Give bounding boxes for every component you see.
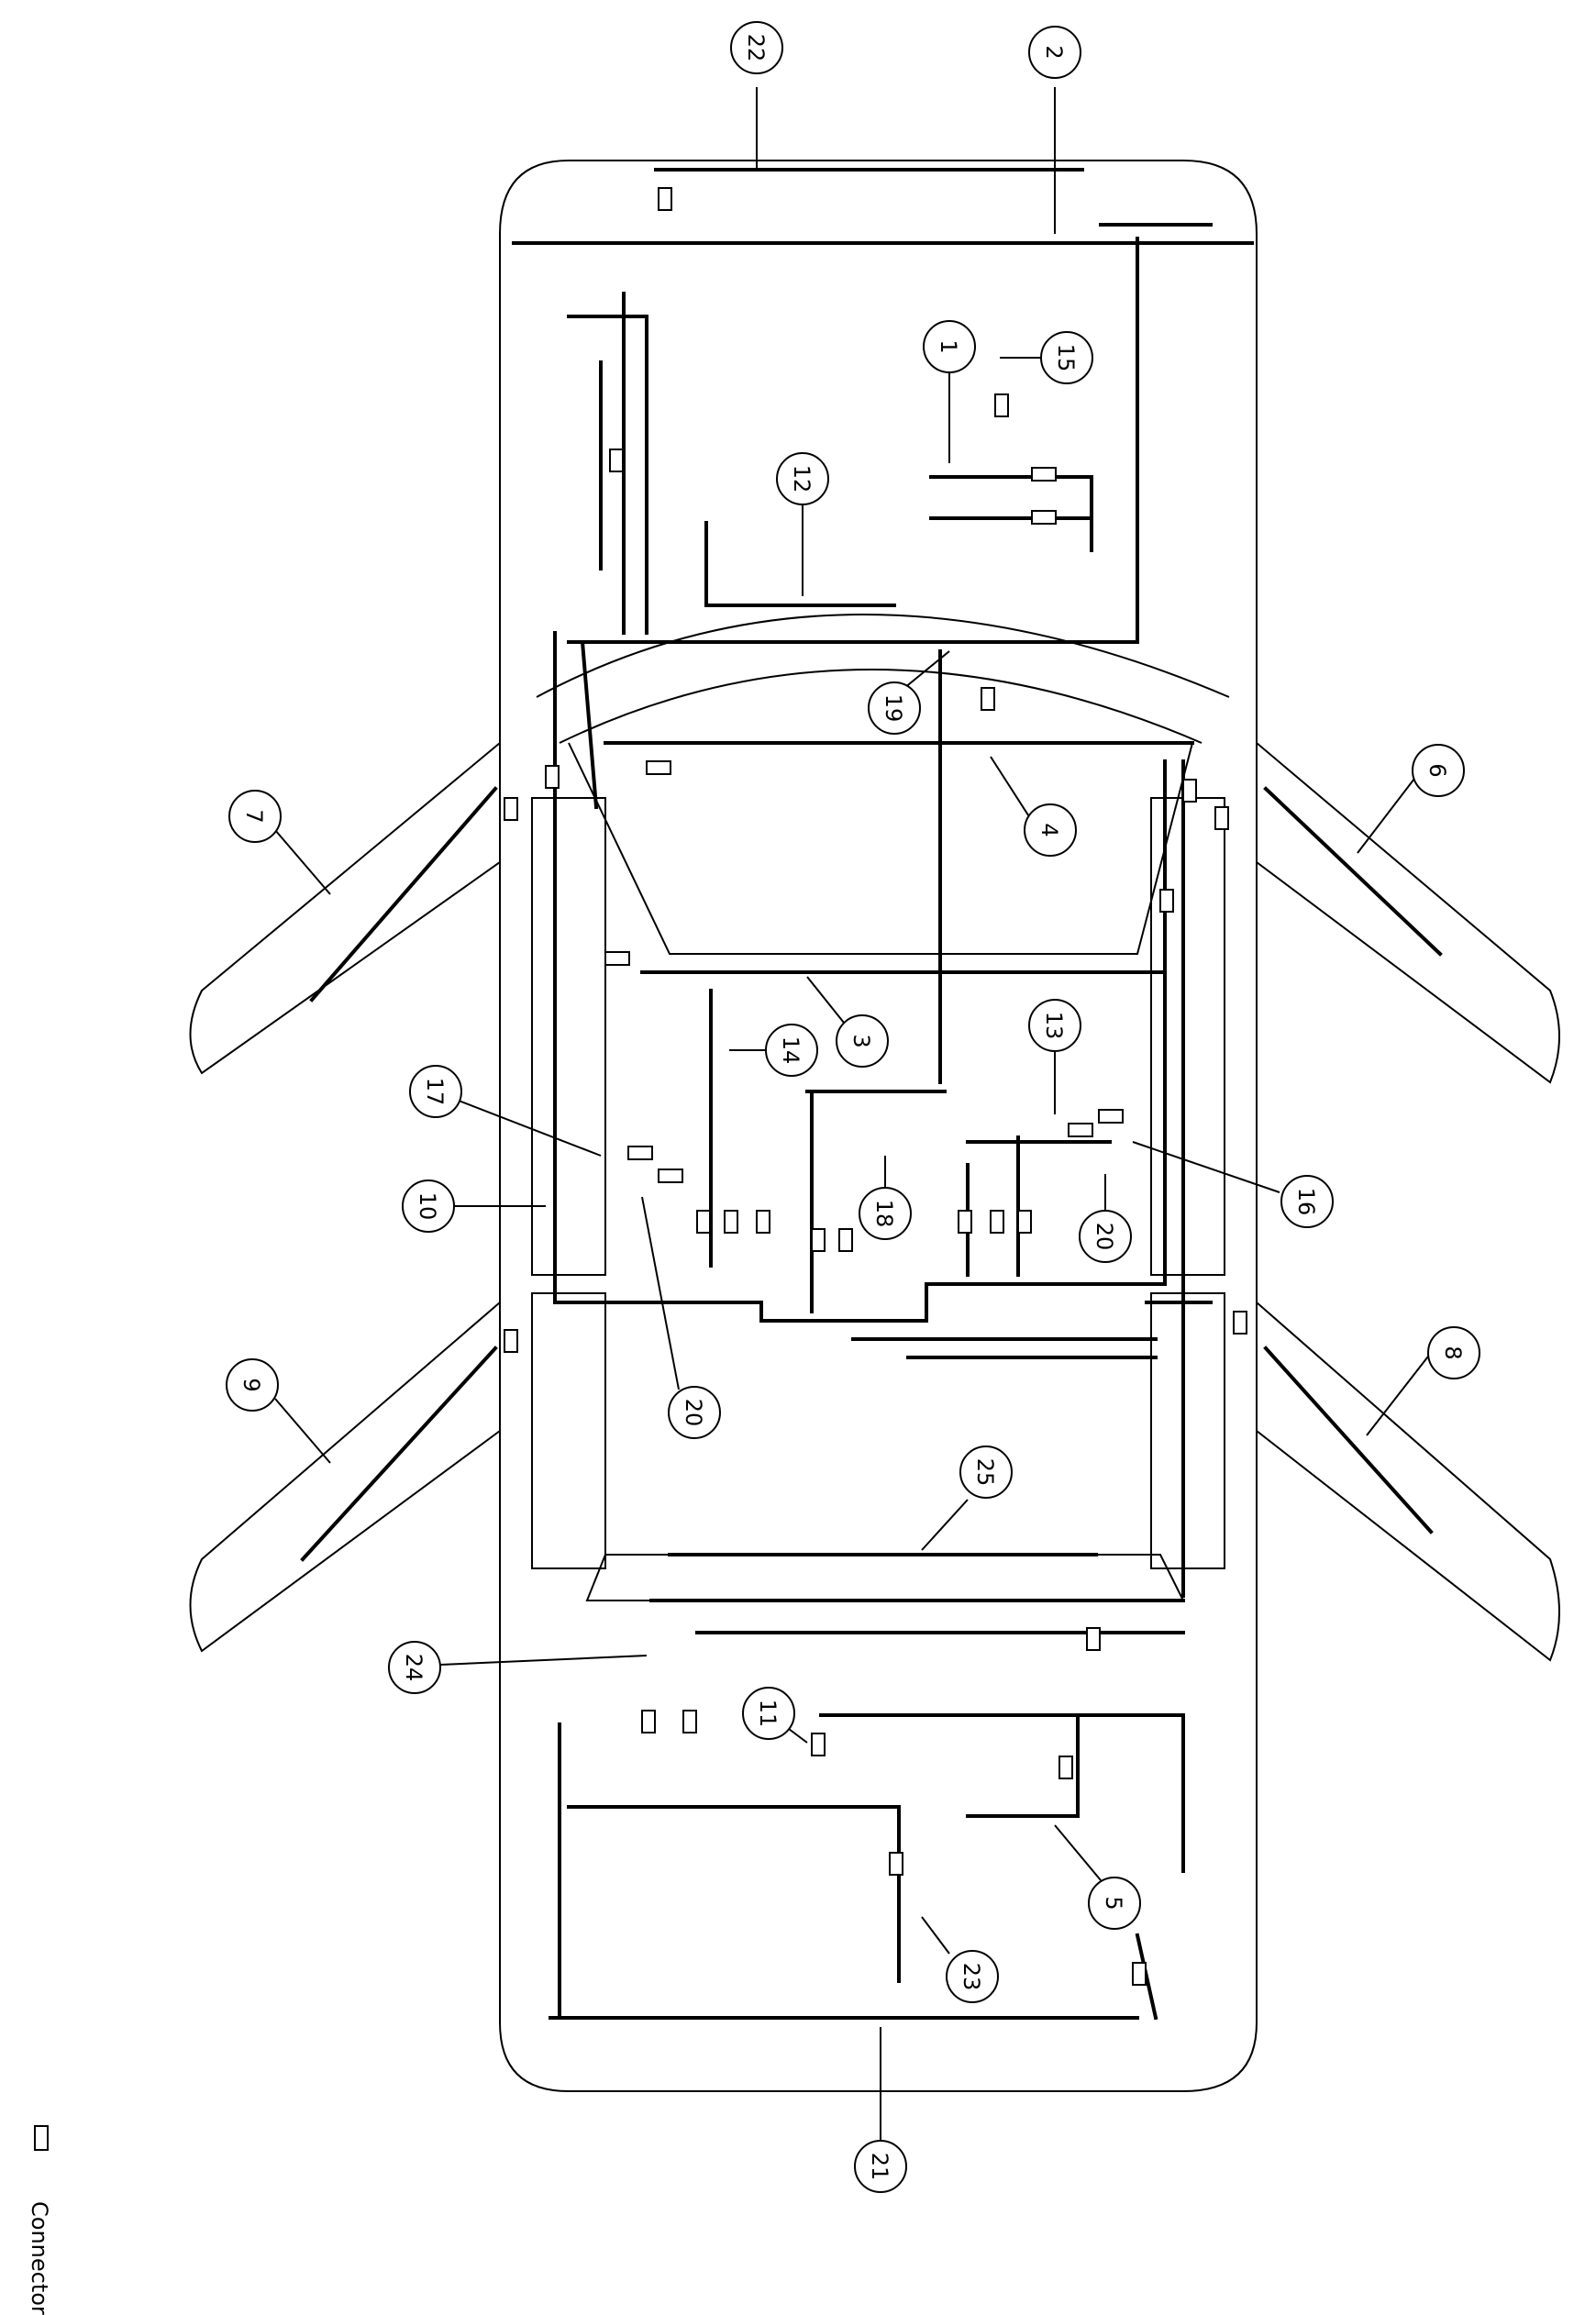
- callout-label: 17: [422, 1078, 448, 1106]
- callout-c17: 17: [409, 1065, 462, 1118]
- callout-label: 12: [789, 465, 815, 493]
- callout-label: 8: [1440, 1346, 1466, 1359]
- callout-c1: 1: [923, 320, 976, 373]
- left-front-rocker: [531, 797, 606, 1276]
- callout-c6: 6: [1412, 744, 1465, 797]
- callout-label: 24: [401, 1654, 427, 1682]
- right-front-door: [1256, 740, 1560, 1084]
- callout-c12: 12: [776, 452, 829, 505]
- callout-leaders: [274, 87, 1432, 2142]
- callout-label: 20: [681, 1399, 706, 1427]
- callout-label: 16: [1293, 1188, 1319, 1216]
- connector-symbol-icon: [34, 2125, 49, 2151]
- callout-label: 9: [238, 1378, 264, 1391]
- callout-label: 22: [743, 34, 769, 62]
- callout-c18: 18: [859, 1187, 912, 1240]
- callout-c10: 10: [402, 1180, 455, 1233]
- callout-c3: 3: [836, 1014, 889, 1068]
- callout-c5: 5: [1088, 1877, 1141, 1930]
- callout-c4: 4: [1024, 803, 1077, 857]
- rear-seat-outline: [585, 1554, 1185, 1601]
- left-rear-door: [189, 1300, 501, 1653]
- left-rear-rocker: [531, 1292, 606, 1569]
- right-front-rocker: [1150, 797, 1225, 1276]
- callout-c22: 22: [730, 21, 783, 74]
- callout-label: 19: [881, 694, 906, 723]
- right-rear-door: [1256, 1300, 1560, 1662]
- callout-label: 2: [1041, 45, 1067, 59]
- callout-label: 4: [1036, 823, 1062, 836]
- legend-connector-label: Connector: [27, 2201, 52, 2315]
- callout-c20b: 20: [1079, 1210, 1132, 1263]
- callout-label: 5: [1101, 1896, 1126, 1910]
- callout-c13: 13: [1028, 999, 1081, 1052]
- callout-label: 20: [1092, 1223, 1117, 1251]
- callout-label: 6: [1424, 763, 1450, 777]
- callout-label: 11: [755, 1700, 781, 1728]
- callout-label: 13: [1041, 1012, 1067, 1040]
- callout-c2: 2: [1028, 26, 1081, 79]
- callout-label: 15: [1053, 344, 1079, 372]
- callout-label: 25: [972, 1458, 998, 1487]
- callout-c19: 19: [868, 681, 921, 735]
- callout-label: 18: [871, 1200, 897, 1228]
- callout-c25: 25: [959, 1445, 1013, 1499]
- legend: Connector: [27, 2125, 52, 2315]
- callout-label: 10: [415, 1192, 440, 1221]
- wiring-paths: [300, 168, 1443, 2021]
- callout-label: 3: [848, 1034, 874, 1047]
- callout-c14: 14: [765, 1024, 818, 1077]
- callout-label: 23: [959, 1963, 984, 1991]
- callout-c20a: 20: [668, 1386, 721, 1439]
- right-rear-rocker: [1150, 1292, 1225, 1569]
- callout-c21: 21: [854, 2140, 907, 2193]
- callout-c11: 11: [742, 1687, 795, 1740]
- callout-c23: 23: [946, 1950, 999, 2003]
- left-front-door: [189, 740, 501, 1075]
- connector-symbols: [504, 187, 1247, 1986]
- callout-label: 14: [778, 1036, 804, 1065]
- callout-label: 1: [936, 339, 961, 353]
- callout-c9: 9: [226, 1358, 279, 1412]
- front-glass-arc-outer: [536, 614, 1230, 698]
- callout-c16: 16: [1280, 1175, 1334, 1228]
- callout-c7: 7: [228, 790, 282, 843]
- callout-label: 7: [241, 809, 267, 823]
- callout-label: 21: [867, 2153, 892, 2181]
- vehicle-body-outline: [499, 160, 1258, 2092]
- callout-c8: 8: [1427, 1326, 1480, 1379]
- front-glass-arc-inner: [559, 669, 1203, 744]
- callout-c24: 24: [388, 1641, 441, 1694]
- callout-c15: 15: [1040, 331, 1093, 384]
